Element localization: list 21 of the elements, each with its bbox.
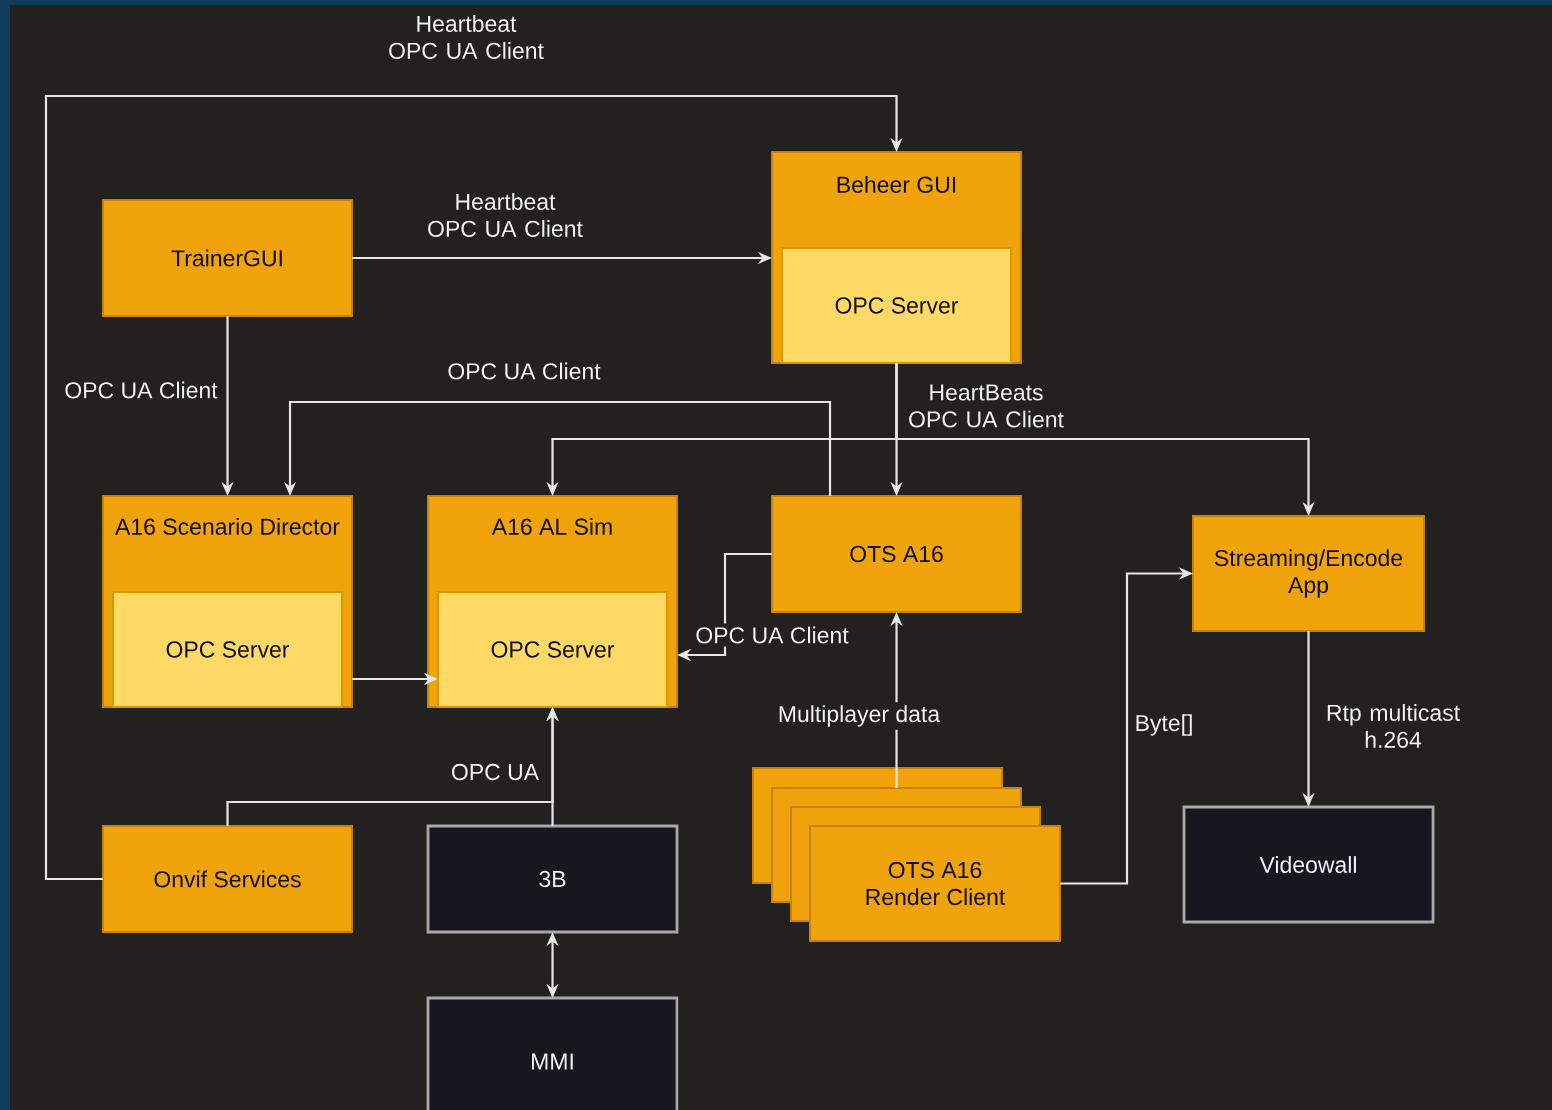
edge-label: OPC UA Client: [444, 359, 604, 383]
system-box: Videowall: [1182, 805, 1435, 924]
stacked-cards: OTS A16 Render Client: [752, 767, 1061, 942]
edge-label: Rtp multicast h.264: [1315, 701, 1471, 751]
arrow: [44, 94, 903, 881]
edge-label: HeartBeats OPC UA Client: [903, 381, 1069, 431]
server-box: OPC Server: [437, 591, 668, 708]
component-box: Onvif Services: [102, 825, 353, 933]
edge-label: Byte[]: [1131, 711, 1197, 739]
edge-label: Multiplayer data: [774, 702, 944, 730]
edge-label: OPC UA Client: [61, 378, 221, 402]
component-box: Streaming/Encode App: [1192, 515, 1425, 632]
system-box: MMI: [426, 996, 679, 1110]
server-box: OPC Server: [781, 247, 1012, 364]
edge-label: OPC UA Client: [692, 623, 852, 647]
edge-label: Heartbeat OPC UA Client: [385, 12, 547, 62]
server-box: OPC Server: [112, 591, 343, 708]
component-box: TrainerGUI: [102, 199, 353, 317]
component-box: OTS A16: [771, 495, 1022, 613]
system-box: 3B: [426, 824, 679, 934]
edge-label: Heartbeat OPC UA Client: [424, 190, 586, 240]
